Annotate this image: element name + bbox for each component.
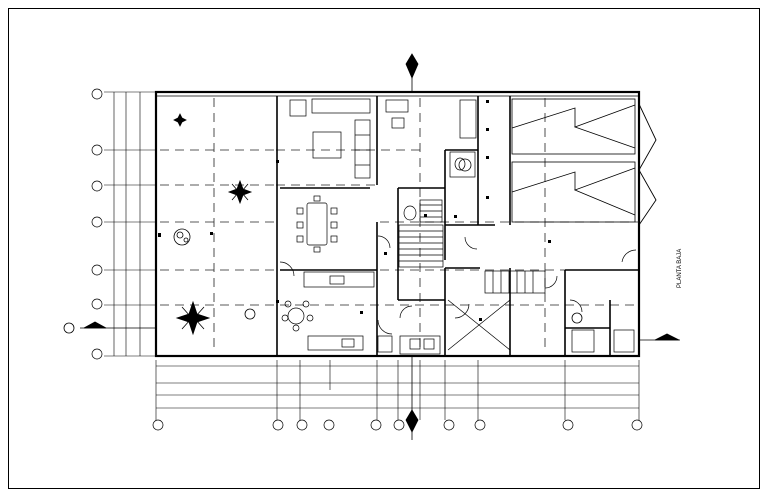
garage xyxy=(511,98,657,226)
tree-icon xyxy=(173,113,583,336)
section-arrow xyxy=(63,53,680,440)
wall-markers xyxy=(158,100,551,321)
door-swings xyxy=(279,235,637,335)
axis-markers-bottom xyxy=(152,419,643,431)
sheet-border xyxy=(8,8,760,489)
bathroom-fixtures xyxy=(403,151,476,223)
furniture xyxy=(281,98,635,355)
north-arrow xyxy=(407,56,417,66)
interior-walls xyxy=(276,96,639,356)
drawing-title: PLANTA BAJA xyxy=(677,249,683,288)
dimension-lines xyxy=(155,360,640,420)
exterior-walls xyxy=(154,90,641,358)
dimension-lines-left xyxy=(104,91,156,357)
stairs xyxy=(398,224,546,351)
axis-markers-left xyxy=(91,88,103,360)
